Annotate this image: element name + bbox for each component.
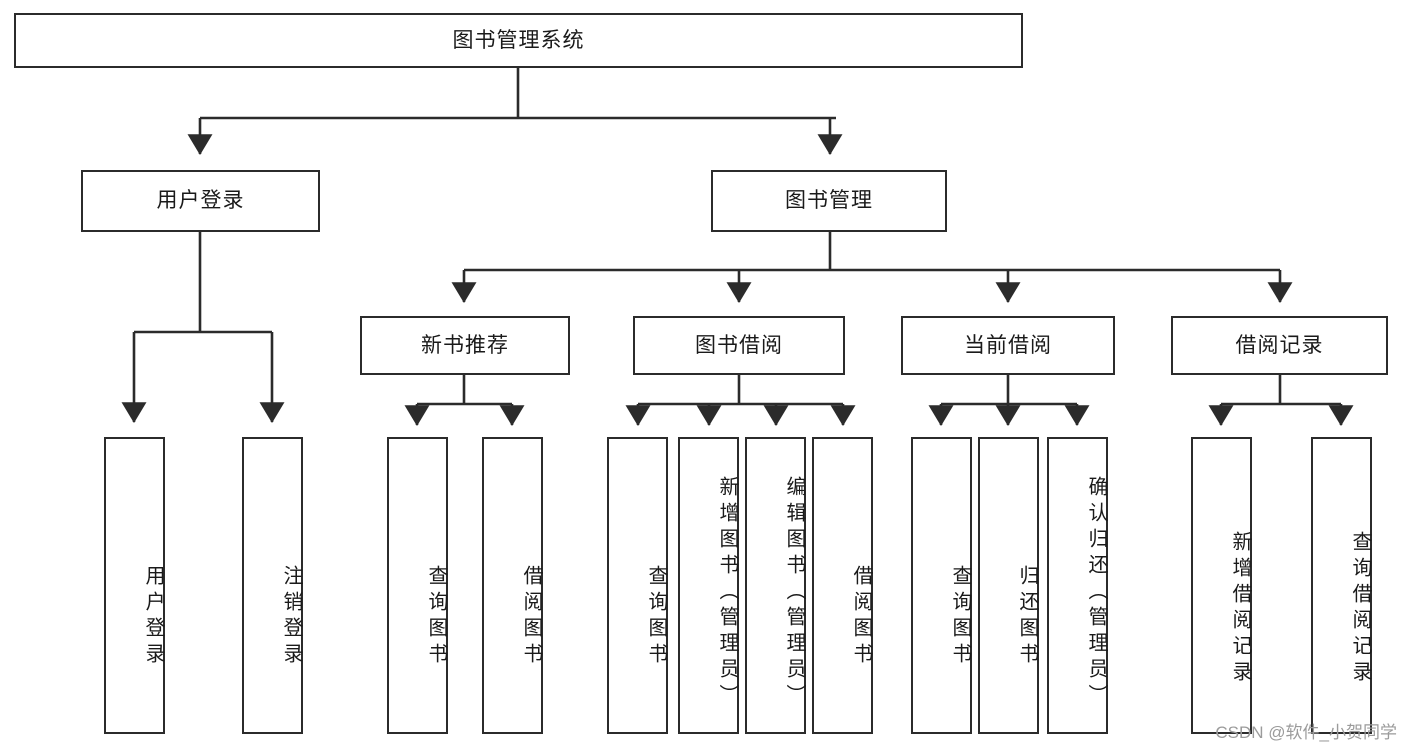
leaf-borrow-book[interactable]: 借阅图书 [812, 437, 873, 734]
node-label: 图书借阅 [695, 333, 783, 357]
node-label: 用户登录 [156, 189, 245, 213]
leaf-query-book-recommend[interactable]: 查询图书 [387, 437, 448, 734]
node-book-borrow[interactable]: 图书借阅 [633, 316, 845, 375]
node-label: 确认归还（管理员） [1085, 475, 1107, 710]
node-label: 借阅记录 [1235, 333, 1324, 357]
node-new-book-recommend[interactable]: 新书推荐 [360, 316, 570, 375]
leaf-user-login[interactable]: 用户登录 [104, 437, 165, 734]
node-label: 借阅图书 [850, 564, 872, 669]
node-current-borrow[interactable]: 当前借阅 [901, 316, 1115, 375]
node-label: 查询借阅记录 [1349, 530, 1371, 687]
leaf-query-borrow-record[interactable]: 查询借阅记录 [1311, 437, 1372, 734]
node-label: 编辑图书（管理员） [783, 475, 805, 710]
node-borrow-record[interactable]: 借阅记录 [1171, 316, 1388, 375]
node-label: 归还图书 [1016, 564, 1038, 669]
node-user-login[interactable]: 用户登录 [81, 170, 320, 232]
node-label: 新增图书（管理员） [716, 475, 738, 710]
node-label: 查询图书 [425, 564, 447, 669]
leaf-borrow-book-recommend[interactable]: 借阅图书 [482, 437, 543, 734]
node-label: 用户登录 [142, 564, 164, 669]
leaf-confirm-return-admin[interactable]: 确认归还（管理员） [1047, 437, 1108, 734]
leaf-edit-book-admin[interactable]: 编辑图书（管理员） [745, 437, 806, 734]
node-book-management[interactable]: 图书管理 [711, 170, 947, 232]
leaf-return-book[interactable]: 归还图书 [978, 437, 1039, 734]
node-label: 图书管理系统 [452, 28, 585, 52]
leaf-add-borrow-record[interactable]: 新增借阅记录 [1191, 437, 1252, 734]
node-label: 图书管理 [785, 189, 873, 213]
leaf-query-book-current[interactable]: 查询图书 [911, 437, 972, 734]
leaf-add-book-admin[interactable]: 新增图书（管理员） [678, 437, 739, 734]
node-label: 查询图书 [949, 564, 971, 669]
node-label: 借阅图书 [520, 564, 542, 669]
node-root-system[interactable]: 图书管理系统 [14, 13, 1023, 68]
leaf-query-book-borrow[interactable]: 查询图书 [607, 437, 668, 734]
node-label: 新书推荐 [421, 333, 509, 357]
node-label: 查询图书 [645, 564, 667, 669]
leaf-logout[interactable]: 注销登录 [242, 437, 303, 734]
node-label: 新增借阅记录 [1229, 530, 1251, 687]
node-label: 注销登录 [280, 564, 302, 669]
node-label: 当前借阅 [964, 333, 1052, 357]
